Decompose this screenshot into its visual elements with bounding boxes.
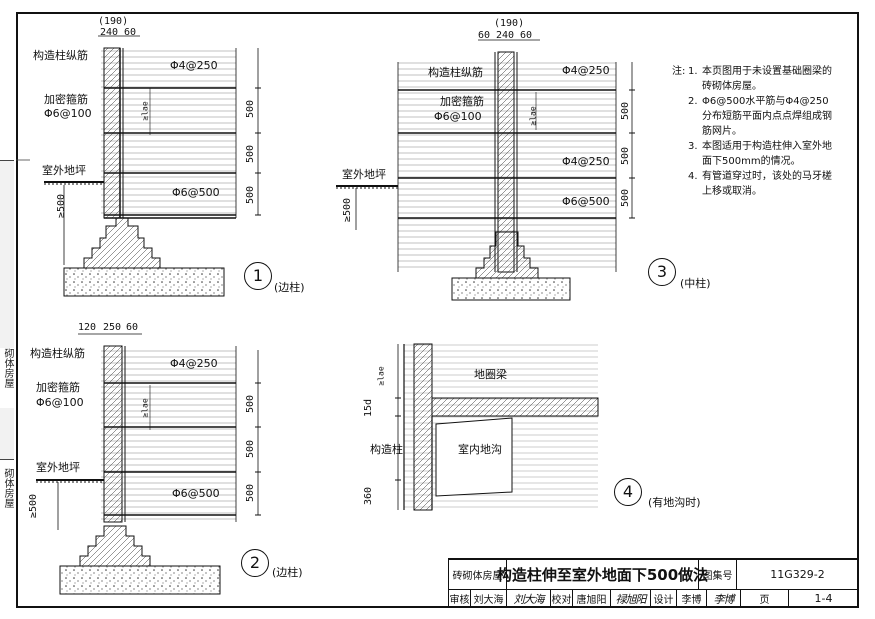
detail-1-bar-mid: Φ6@500 <box>172 186 220 199</box>
detail-2-bar-top: Φ4@250 <box>170 357 218 370</box>
review-label: 审核 <box>449 589 471 608</box>
detail-2-drawing <box>36 333 261 595</box>
detail-3-dim-b: 240 <box>496 30 515 41</box>
detail-1-stirrup-label: 加密箍筋 <box>44 93 88 106</box>
detail-4-15d: 15d <box>363 398 375 418</box>
detail-2-stirrup-label: 加密箍筋 <box>36 381 80 394</box>
detail-1-lae: ≥lae <box>140 101 150 121</box>
detail-3-number: 3 <box>648 258 676 286</box>
detail-1-drawing <box>44 35 261 297</box>
checker-name: 唐旭阳 <box>573 589 611 608</box>
detail-3-lae: ≥lae <box>528 106 538 126</box>
detail-2-ground-label: 室外地坪 <box>36 461 80 474</box>
detail-3-bar-top: Φ4@250 <box>562 64 610 77</box>
detail-3-drawing <box>336 39 635 301</box>
atlas-number: 11G329-2 <box>770 568 825 581</box>
detail-2-long-bar-label: 构造柱纵筋 <box>30 347 85 360</box>
checker-signature: 禄旭阳 <box>611 589 651 608</box>
detail-1-long-bar-label: 构造柱纵筋 <box>33 49 88 62</box>
reviewer-name: 刘大海 <box>471 589 507 608</box>
detail-1-dim-b: 60 <box>124 27 137 38</box>
drawing-title: 构造柱伸至室外地面下500做法 <box>497 560 708 589</box>
note-item: 3.本图适用于构造柱伸入室外地面下500mm的情况。 <box>688 141 832 167</box>
detail-1-dim-top: (190) <box>98 16 129 27</box>
detail-3-stirrup-spec: Φ6@100 <box>434 110 482 123</box>
detail-4-drawing <box>395 343 599 511</box>
detail-1-depth: ≥500 <box>56 193 68 219</box>
detail-1-h1: 500 <box>245 99 257 119</box>
designer-name: 李博 <box>677 589 707 608</box>
detail-4-trench-label: 室内地沟 <box>458 443 502 456</box>
detail-2-lae: ≥lae <box>140 398 150 418</box>
detail-2-stirrup-spec: Φ6@100 <box>36 396 84 409</box>
drawing-frame <box>16 12 859 608</box>
detail-3-h2: 500 <box>620 146 632 166</box>
designer-signature: 李博 <box>707 589 741 608</box>
detail-4-ring-beam-label: 地圈梁 <box>474 368 507 381</box>
detail-3-ground-label: 室外地坪 <box>342 168 386 181</box>
detail-2-dim-a: 120 <box>78 322 97 333</box>
detail-1-bar-top: Φ4@250 <box>170 59 218 72</box>
sidebar-tab-label-1: 砌体房屋 <box>2 348 13 388</box>
notes-head: 注: <box>672 66 686 77</box>
note-item: 2.Φ6@500水平筋与Φ4@250分布短筋平面内点点焊组成钢筋网片。 <box>688 96 832 137</box>
detail-4-column-label: 构造柱 <box>370 443 403 456</box>
reviewer-signature: 刘大海 <box>507 589 551 608</box>
detail-2-h2: 500 <box>245 439 257 459</box>
detail-2-bar-mid: Φ6@500 <box>172 487 220 500</box>
detail-1-number: 1 <box>244 262 272 290</box>
notes-panel: 注: 1.本页图用于未设置基础圈梁的砖砌体房屋。 2.Φ6@500水平筋与Φ4@… <box>672 64 840 199</box>
detail-2-h3: 500 <box>245 483 257 503</box>
detail-4-caption: (有地沟时) <box>648 496 701 509</box>
title-category: 砖砌体房屋 <box>449 560 507 589</box>
detail-3-depth: ≥500 <box>342 197 354 223</box>
detail-1-stirrup-spec: Φ6@100 <box>44 107 92 120</box>
note-item: 1.本页图用于未设置基础圈梁的砖砌体房屋。 <box>688 66 832 92</box>
detail-2-number: 2 <box>241 549 269 577</box>
detail-1-ground-label: 室外地坪 <box>42 164 86 177</box>
page-number: 1-4 <box>814 592 833 605</box>
detail-3-caption: (中柱) <box>680 277 711 290</box>
detail-3-dim-top: (190) <box>494 18 525 29</box>
detail-3-stirrup-label: 加密箍筋 <box>440 95 484 108</box>
sidebar-tab-2[interactable]: 砌体房屋 <box>0 468 14 538</box>
atlas-label: 图集号 <box>699 560 737 589</box>
check-label: 校对 <box>551 589 573 608</box>
detail-1-dim-a: 240 <box>100 27 119 38</box>
detail-2-dim-c: 60 <box>126 322 139 333</box>
note-item: 4.有管道穿过时，该处的马牙槎上移或取消。 <box>688 171 832 197</box>
detail-2-depth: ≥500 <box>28 493 40 519</box>
sidebar-tab-1[interactable]: 砌体房屋 <box>0 348 14 408</box>
sidebar-tab-label-2: 砌体房屋 <box>2 468 13 508</box>
detail-4-number: 4 <box>614 478 642 506</box>
detail-3-h1: 500 <box>620 101 632 121</box>
detail-4-lae: ≥lae <box>376 366 386 386</box>
page-label: 页 <box>741 589 789 608</box>
detail-1-caption: (边柱) <box>274 281 305 294</box>
detail-1-h2: 500 <box>245 144 257 164</box>
detail-3-dim-c: 60 <box>520 30 533 41</box>
title-block: 砖砌体房屋 构造柱伸至室外地面下500做法 图集号 11G329-2 审核 刘大… <box>448 558 859 608</box>
detail-4-360: 360 <box>363 486 375 506</box>
design-label: 设计 <box>651 589 677 608</box>
detail-3-bar-2: Φ4@250 <box>562 155 610 168</box>
detail-2-caption: (边柱) <box>272 566 303 579</box>
detail-3-dim-a: 60 <box>478 30 491 41</box>
detail-2-h1: 500 <box>245 394 257 414</box>
detail-3-bar-mid: Φ6@500 <box>562 195 610 208</box>
detail-1-h3: 500 <box>245 185 257 205</box>
detail-3-long-bar-label: 构造柱纵筋 <box>428 66 483 79</box>
detail-3-h3: 500 <box>620 188 632 208</box>
detail-2-dim-b: 250 <box>103 322 122 333</box>
